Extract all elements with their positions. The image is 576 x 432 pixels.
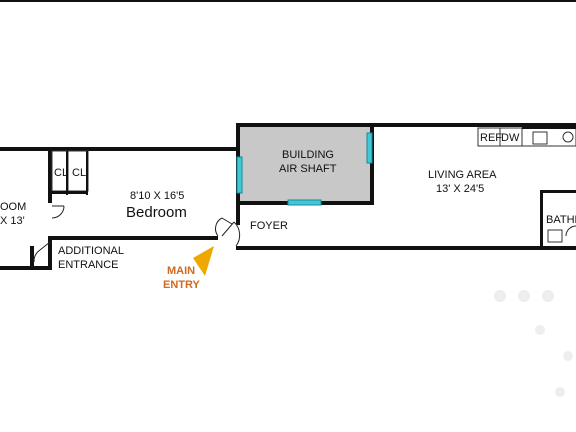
dishwasher-label: DW	[501, 132, 520, 144]
bathroom-label: BATHR	[546, 214, 576, 226]
living-area-dims: 13' X 24'5	[436, 183, 484, 195]
bathroom: BATHR	[540, 190, 576, 248]
refrigerator-label: REF	[480, 132, 502, 144]
air-shaft-label-1: BUILDING	[282, 149, 334, 161]
foyer: FOYER	[236, 205, 288, 232]
living-area: LIVING AREA 13' X 24'5	[236, 123, 576, 250]
main-entry-door	[215, 217, 241, 247]
window-right	[366, 132, 373, 164]
stove-burner	[562, 131, 574, 143]
sink	[532, 131, 548, 145]
additional-entrance-door	[33, 241, 51, 263]
main-entry-arrow	[193, 246, 214, 276]
main-entry-label-1: MAIN	[167, 265, 195, 277]
additional-entrance-label-2: ENTRANCE	[58, 259, 119, 271]
watermark	[494, 290, 573, 397]
closet-label-2: CL	[72, 167, 86, 179]
window-left	[236, 156, 243, 194]
air-shaft-label-2: AIR SHAFT	[279, 163, 337, 175]
kitchen: REF DW	[477, 127, 576, 147]
bathroom-sink	[547, 229, 563, 243]
bedroom-dims: 8'10 X 16'5	[130, 190, 184, 202]
left-room-name: OOM	[0, 201, 26, 213]
closet-label-1: CL	[54, 167, 68, 179]
foyer-label: FOYER	[250, 220, 288, 232]
top-border	[0, 0, 576, 2]
living-area-name: LIVING AREA	[428, 169, 497, 181]
closets: CL CL	[51, 150, 89, 195]
window-bottom	[287, 199, 322, 206]
left-room-door	[51, 205, 65, 219]
air-shaft: BUILDING AIR SHAFT	[236, 123, 374, 206]
additional-entrance-label-1: ADDITIONAL	[58, 245, 124, 257]
left-room-dims: X 13'	[0, 215, 25, 227]
main-entry-label-2: ENTRY	[163, 279, 201, 291]
bedroom-name: Bedroom	[126, 204, 187, 221]
left-room: OOM X 13'	[0, 147, 52, 270]
